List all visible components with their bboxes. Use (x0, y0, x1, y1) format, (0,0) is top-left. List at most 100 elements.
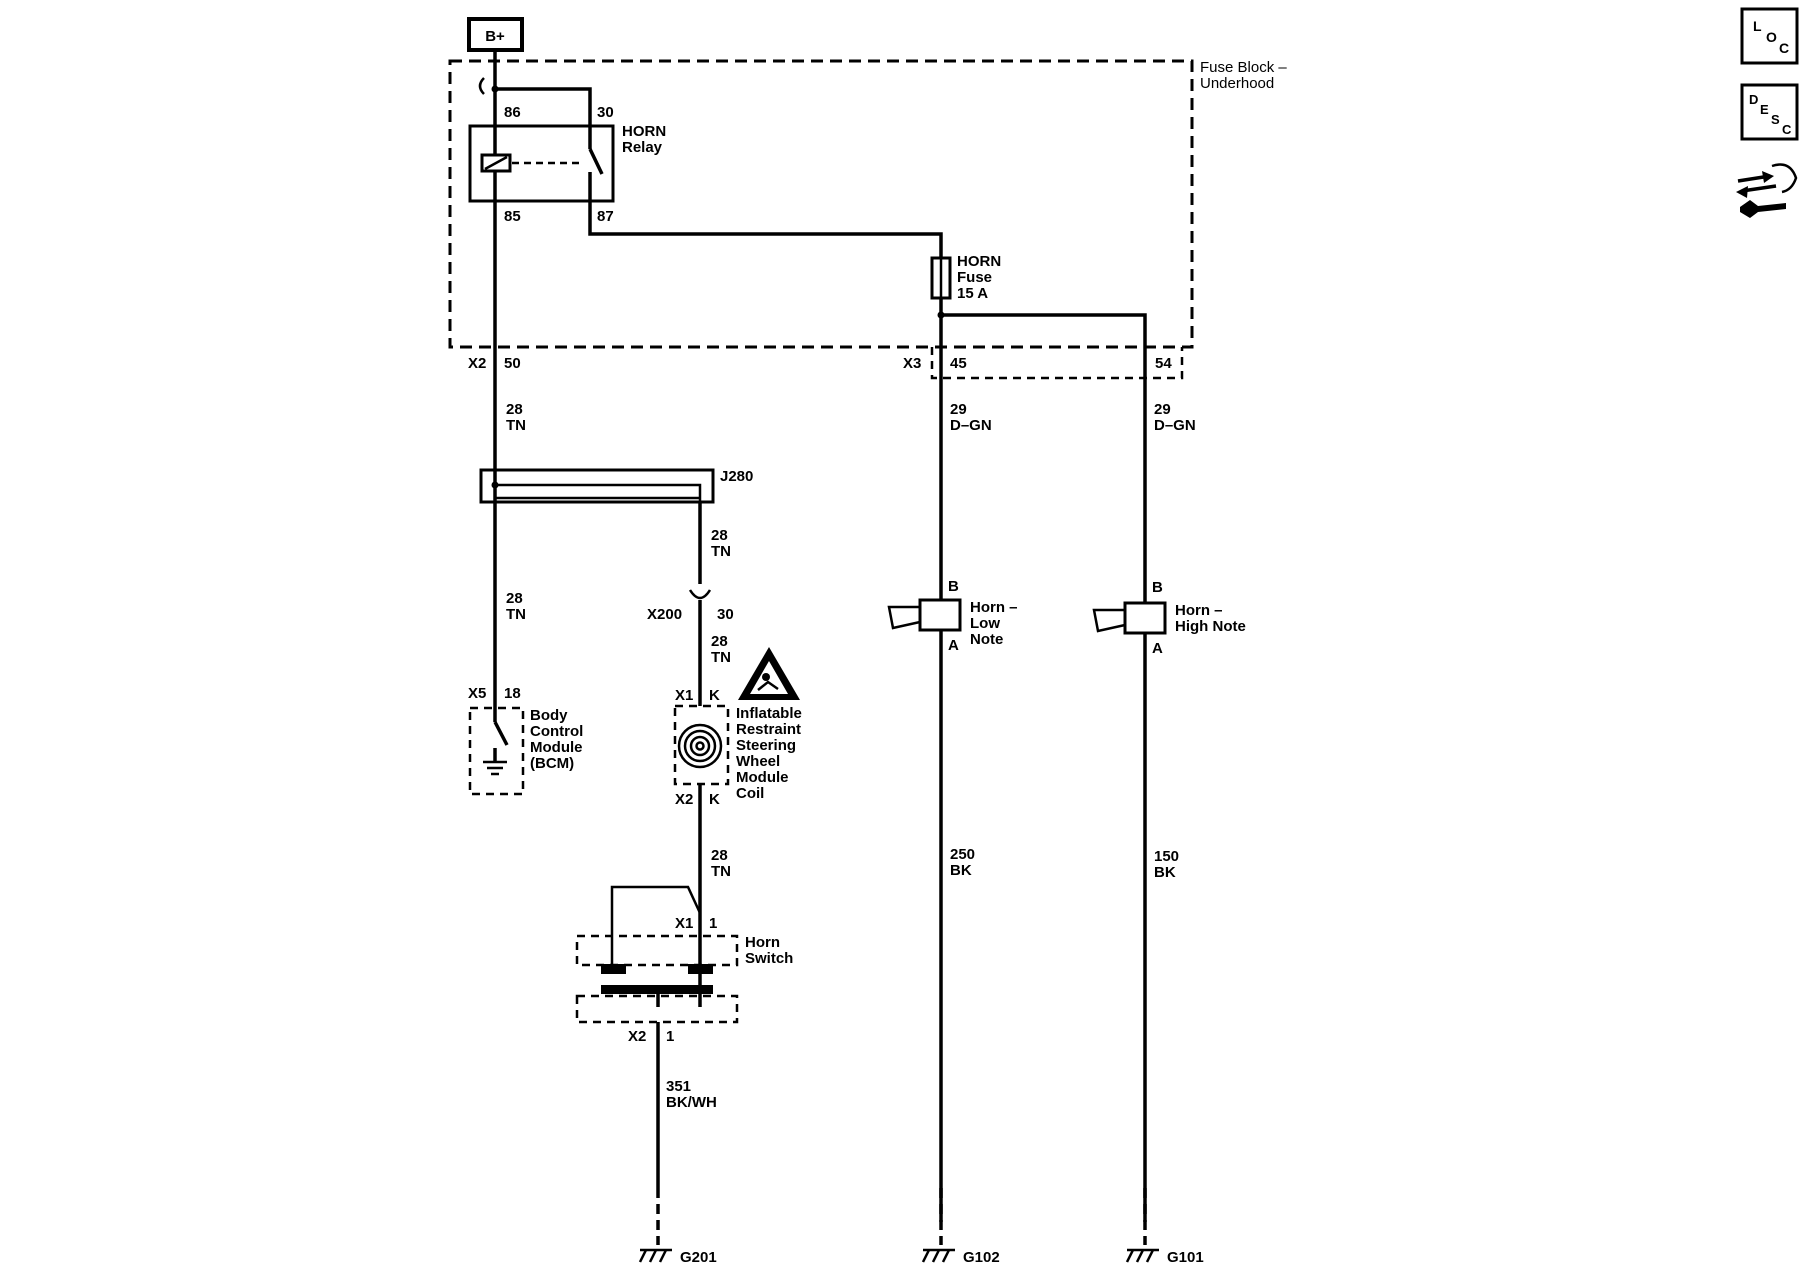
x200-pin: 30 (717, 606, 734, 623)
wire-28-tn-3-circuit: 28 (711, 527, 728, 544)
j280-splice: J280 (479, 468, 753, 504)
fuse-block-title-2: Underhood (1200, 75, 1274, 92)
wire-28-tn-2-color: TN (506, 606, 526, 623)
coil-line-6: Coil (736, 785, 764, 802)
fuse-block-title-1: Fuse Block – (1200, 59, 1287, 76)
coil-branch: 28 TN X200 30 28 TN X1 K (647, 502, 734, 706)
wire-150-color: BK (1154, 864, 1176, 881)
horn-high-label-2: High Note (1175, 618, 1246, 635)
wire-28-tn-3-color: TN (711, 543, 731, 560)
bcm-circuit: 28 TN 28 TN X5 18 (468, 201, 526, 702)
x2-pin: 50 (504, 355, 521, 372)
horn-switch-label-1: Horn (745, 934, 780, 951)
bcm-line-1: Body (530, 707, 568, 724)
battery-label: B+ (485, 28, 505, 45)
desc-button[interactable]: D E S C (1740, 83, 1799, 141)
x3-pin-54: 54 (1155, 355, 1172, 372)
connector-repair-icon[interactable] (1736, 163, 1798, 219)
horn-low-label-1: Horn – (970, 599, 1018, 616)
bcm-module: Body Control Module (BCM) (468, 702, 583, 796)
wire-28-tn-4-circuit: 28 (711, 633, 728, 650)
relay-name-1: HORN (622, 123, 666, 140)
ground-g201: G201 (638, 1248, 717, 1266)
wire-28-tn-4-color: TN (711, 649, 731, 666)
battery-box: B+ (467, 17, 524, 52)
ground-g102: G102 (921, 1248, 1000, 1266)
wire-28-tn-5-circuit: 28 (711, 847, 728, 864)
desc-e: E (1760, 102, 1769, 117)
coil-line-3: Steering (736, 737, 796, 754)
horn-low-label-3: Note (970, 631, 1003, 648)
horn-high-pin-a: A (1152, 640, 1163, 657)
horn-low-note: 29 D–GN B A Horn – Low Note 250 BK (887, 401, 1018, 879)
wire-250-color: BK (950, 862, 972, 879)
desc-s: S (1771, 112, 1780, 127)
ground-g102-label: G102 (963, 1249, 1000, 1266)
loc-o: O (1766, 29, 1777, 45)
wire-351-circuit: 351 (666, 1078, 691, 1095)
coil-line-2: Restraint (736, 721, 801, 738)
wire-29-high-color: D–GN (1154, 417, 1196, 434)
coil-line-5: Module (736, 769, 789, 786)
wire-250-circuit: 250 (950, 846, 975, 863)
horn-high-label-1: Horn – (1175, 602, 1223, 619)
loc-button[interactable]: L O C (1740, 7, 1799, 65)
loc-l: L (1753, 18, 1762, 34)
wire-150-circuit: 150 (1154, 848, 1179, 865)
relay-pin-30: 30 (597, 104, 614, 121)
fuse-rating: 15 A (957, 285, 988, 302)
horn-low-pin-b: B (948, 578, 959, 595)
desc-d: D (1749, 92, 1758, 107)
clock-spring-coil: X2 K Inflatable Restraint Steering Wheel… (673, 704, 802, 1007)
coil-line-4: Wheel (736, 753, 780, 770)
x3-pin-45: 45 (950, 355, 967, 372)
horn-high-pin-b: B (1152, 579, 1163, 596)
wire-29-low-color: D–GN (950, 417, 992, 434)
fuse-block-outline: Fuse Block – Underhood (448, 59, 1287, 380)
ground-g101: G101 (1125, 1248, 1204, 1266)
switch-x2-pin: 1 (666, 1028, 674, 1045)
coil-line-1: Inflatable (736, 705, 802, 722)
horn-fuse: HORN Fuse 15 A (588, 201, 1147, 1222)
coil-x1-label: X1 (675, 687, 693, 704)
relay-pin-87: 87 (597, 208, 614, 225)
horn-low-label-2: Low (970, 615, 1000, 632)
wire-28-tn-1-circuit: 28 (506, 401, 523, 418)
desc-c: C (1782, 122, 1792, 137)
ground-g201-label: G201 (680, 1249, 717, 1266)
airbag-warning-icon (738, 647, 800, 700)
switch-x2-label: X2 (628, 1028, 646, 1045)
horn-high-note: 29 D–GN B A Horn – High Note 150 BK (1092, 401, 1246, 881)
bcm-line-4: (BCM) (530, 755, 574, 772)
x200-label: X200 (647, 606, 682, 623)
switch-x1-pin: 1 (709, 915, 717, 932)
ground-g101-label: G101 (1167, 1249, 1204, 1266)
coil-x2-label: X2 (675, 791, 693, 808)
fuse-name-2: Fuse (957, 269, 992, 286)
x5-pin: 18 (504, 685, 521, 702)
wire-29-low-circuit: 29 (950, 401, 967, 418)
fuse-block-connectors: X2 50 X3 45 54 (468, 355, 1172, 372)
loc-c: C (1779, 40, 1789, 56)
wire-351-color: BK/WH (666, 1094, 717, 1111)
bcm-line-2: Control (530, 723, 583, 740)
horn-switch-label-2: Switch (745, 950, 793, 967)
wire-28-tn-2-circuit: 28 (506, 590, 523, 607)
wire-28-tn-1-color: TN (506, 417, 526, 434)
x2-label: X2 (468, 355, 486, 372)
horn-relay: 86 30 85 87 HORN Relay (468, 50, 666, 225)
relay-pin-85: 85 (504, 208, 521, 225)
splice-label: J280 (720, 468, 753, 485)
switch-x1-label: X1 (675, 915, 693, 932)
horn-low-pin-a: A (948, 637, 959, 654)
relay-name-2: Relay (622, 139, 663, 156)
coil-x2-pin: K (709, 791, 720, 808)
x3-label: X3 (903, 355, 921, 372)
horn-switch: 28 TN X1 1 Horn Switch X2 1 351 BK/WH (575, 847, 793, 1245)
fuse-name-1: HORN (957, 253, 1001, 270)
wire-29-high-circuit: 29 (1154, 401, 1171, 418)
relay-pin-86: 86 (504, 104, 521, 121)
coil-x1-pin: K (709, 687, 720, 704)
bcm-line-3: Module (530, 739, 583, 756)
